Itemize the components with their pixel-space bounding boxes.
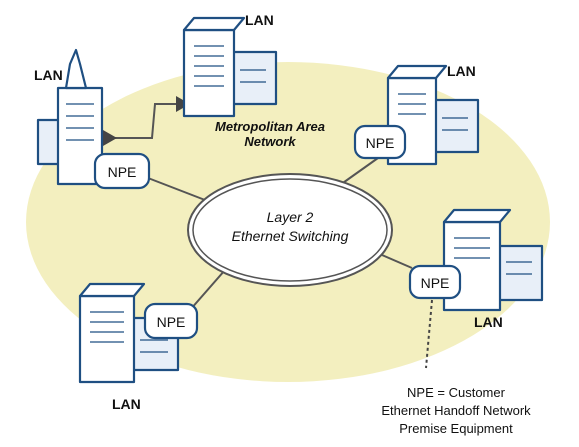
man-label-line1: Metropolitan Area bbox=[215, 119, 325, 134]
building-left bbox=[36, 48, 104, 186]
legend-line2: Ethernet Handoff Network bbox=[381, 403, 531, 418]
npe-box-right: NPE bbox=[408, 264, 462, 300]
npe-box-top-right: NPE bbox=[353, 124, 407, 160]
building-top bbox=[182, 16, 278, 118]
lan-label-bottom-left: LAN bbox=[112, 396, 141, 412]
npe-label-right: NPE bbox=[421, 275, 450, 291]
link-top-right-npe bbox=[339, 157, 379, 186]
legend-leader-line bbox=[425, 299, 433, 369]
lan-label-top: LAN bbox=[245, 12, 274, 28]
lan-label-left: LAN bbox=[34, 67, 63, 83]
link-bottom-left-npe bbox=[189, 269, 226, 311]
core-label-line1: Layer 2 bbox=[267, 209, 314, 225]
core-label-line2: Ethernet Switching bbox=[232, 228, 349, 244]
lan-label-right: LAN bbox=[474, 314, 503, 330]
legend-line3: Premise Equipment bbox=[399, 421, 513, 436]
npe-box-bottom-left: NPE bbox=[143, 302, 199, 340]
inter-lan-arrow bbox=[103, 96, 190, 146]
npe-label-top-right: NPE bbox=[366, 135, 395, 151]
legend-line1: NPE = Customer bbox=[407, 385, 506, 400]
npe-box-left: NPE bbox=[93, 152, 151, 190]
lan-label-top-right: LAN bbox=[447, 63, 476, 79]
npe-label-left: NPE bbox=[108, 164, 137, 180]
core-switch-ellipse bbox=[187, 173, 393, 287]
man-label-line2: Network bbox=[244, 134, 296, 149]
link-left-npe bbox=[147, 177, 206, 201]
npe-label-bottom-left: NPE bbox=[157, 314, 186, 330]
